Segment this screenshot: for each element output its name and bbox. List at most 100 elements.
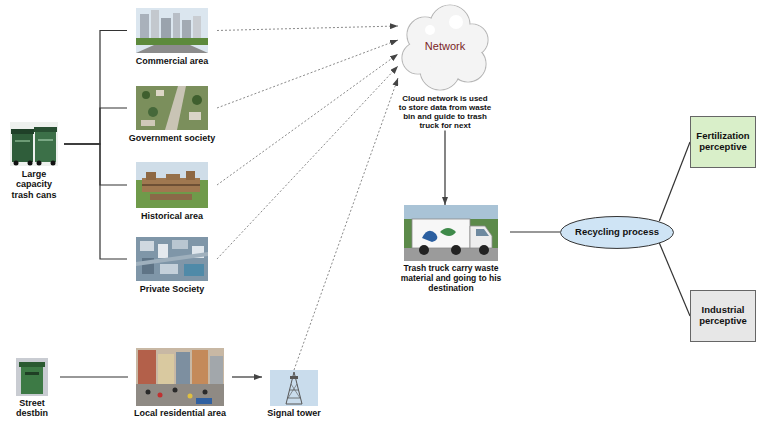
- trash-can-photo-part: [10, 122, 58, 166]
- connector: [659, 142, 690, 221]
- ellipse-shape: [561, 216, 674, 248]
- connector: [217, 66, 398, 259]
- historical-area-photo: [136, 162, 208, 208]
- node-label: Local residential area: [128, 408, 232, 418]
- trash-truck-photo-part: [404, 205, 498, 219]
- residential-street-photo-part: [138, 350, 156, 384]
- output-box: Industrial perceptive: [690, 290, 756, 342]
- street-dustbin-photo-part: [25, 372, 39, 375]
- residential-street-photo-part: [192, 350, 208, 384]
- trash-truck-photo-part: [476, 229, 489, 236]
- photo-node: Government society: [127, 86, 217, 143]
- trash-truck-photo-part: [440, 228, 456, 236]
- residential-street-photo-part: [203, 390, 208, 395]
- historical-area-photo-part: [150, 194, 192, 200]
- connector: [64, 144, 127, 185]
- private-society-photo-part: [140, 241, 154, 251]
- government-society-photo-part: [136, 86, 208, 130]
- trash-truck-photo-part: [422, 231, 437, 242]
- trash-truck-photo-part: [470, 226, 492, 248]
- node-label: Industrial perceptive: [695, 305, 751, 327]
- residential-street-photo-part: [210, 356, 223, 384]
- node-label: Street destbin: [4, 398, 60, 419]
- node-label: Private Society: [127, 284, 217, 294]
- commercial-area-photo-part: [136, 8, 208, 53]
- commercial-area-photo-part: [173, 13, 180, 42]
- historical-area-photo-part: [166, 174, 180, 180]
- connector: [217, 26, 398, 31]
- signal-tower-photo-part: [270, 370, 318, 406]
- node-label: Historical area: [127, 211, 217, 221]
- node-label: Recycling process: [575, 227, 659, 238]
- commercial-area-photo-part: [136, 38, 208, 45]
- government-society-photo-part: [141, 120, 155, 126]
- node-label: Government society: [127, 133, 217, 143]
- node-label: Large capacity trash cans: [4, 169, 64, 200]
- photo-node: Street destbin: [4, 358, 60, 419]
- street-dustbin-photo-part: [16, 358, 48, 396]
- historical-area-photo-part: [142, 178, 200, 192]
- street-dustbin-photo-part: [21, 366, 43, 394]
- private-society-photo-part: [136, 252, 208, 266]
- residential-street-photo-part: [196, 398, 212, 404]
- photo-node: Commercial area: [127, 8, 217, 66]
- residential-street-photo-part: [136, 384, 224, 406]
- cloud-shape-part: [449, 15, 463, 29]
- private-society-photo-part: [160, 264, 178, 274]
- photo-node: Large capacity trash cans: [4, 122, 64, 200]
- trash-can-photo-part: [11, 129, 34, 134]
- connector: [217, 54, 398, 185]
- government-society-photo-part: [192, 95, 202, 105]
- signal-tower-photo-part: [286, 372, 302, 404]
- trash-can-photo: [10, 122, 58, 166]
- node-label: Signal tower: [262, 408, 326, 418]
- connector: [659, 243, 690, 316]
- trash-truck-photo-part: [404, 205, 498, 261]
- connector: [64, 108, 127, 144]
- trash-can-photo-part: [34, 127, 57, 132]
- trash-truck-photo: [404, 205, 498, 261]
- signal-tower-photo: [270, 370, 318, 406]
- connector: [510, 231, 560, 232]
- photo-node: Local residential area: [128, 348, 232, 418]
- trash-truck-photo-part: [412, 219, 470, 248]
- historical-area-photo-part: [142, 184, 200, 186]
- commercial-area-photo-part: [136, 45, 208, 53]
- node-label: Network: [398, 40, 492, 53]
- signal-tower-photo-part: [290, 390, 298, 391]
- connector: [232, 376, 262, 377]
- historical-area-photo-part: [136, 162, 208, 180]
- trash-can-photo-part: [38, 139, 53, 141]
- residential-street-photo-part: [176, 352, 190, 384]
- historical-area-photo-part: [146, 172, 156, 180]
- residential-street-photo-part: [158, 393, 163, 398]
- connector: [294, 78, 398, 370]
- signal-tower-photo-part: [290, 376, 298, 379]
- government-society-photo-part: [165, 86, 186, 130]
- photo-node: Signal tower: [262, 370, 326, 418]
- commercial-area-photo: [136, 8, 208, 53]
- trash-can-photo-part: [28, 161, 33, 166]
- node-caption: Cloud network is used to store data from…: [398, 94, 492, 131]
- residential-street-photo: [136, 348, 224, 406]
- trash-can-photo-part: [12, 133, 33, 162]
- cloud-node: NetworkCloud network is used to store da…: [398, 4, 492, 130]
- private-society-photo: [136, 237, 208, 281]
- residential-street-photo-part: [188, 394, 193, 399]
- output-box: Fertilization perceptive: [690, 116, 756, 168]
- connector: [64, 31, 127, 145]
- historical-area-photo-part: [186, 171, 195, 180]
- cloud-shape-part: [425, 25, 435, 35]
- street-dustbin-photo-part: [19, 362, 45, 367]
- signal-tower-photo-part: [288, 398, 300, 399]
- node-label: Fertilization perceptive: [695, 131, 751, 153]
- trash-can-photo-part: [15, 140, 30, 142]
- private-society-photo-part: [172, 240, 188, 249]
- government-society-photo-part: [156, 90, 164, 96]
- residential-street-photo-part: [146, 390, 151, 395]
- government-society-photo-part: [148, 107, 158, 117]
- signal-tower-photo-part: [288, 384, 297, 398]
- process-ellipse: Recycling process: [560, 216, 674, 249]
